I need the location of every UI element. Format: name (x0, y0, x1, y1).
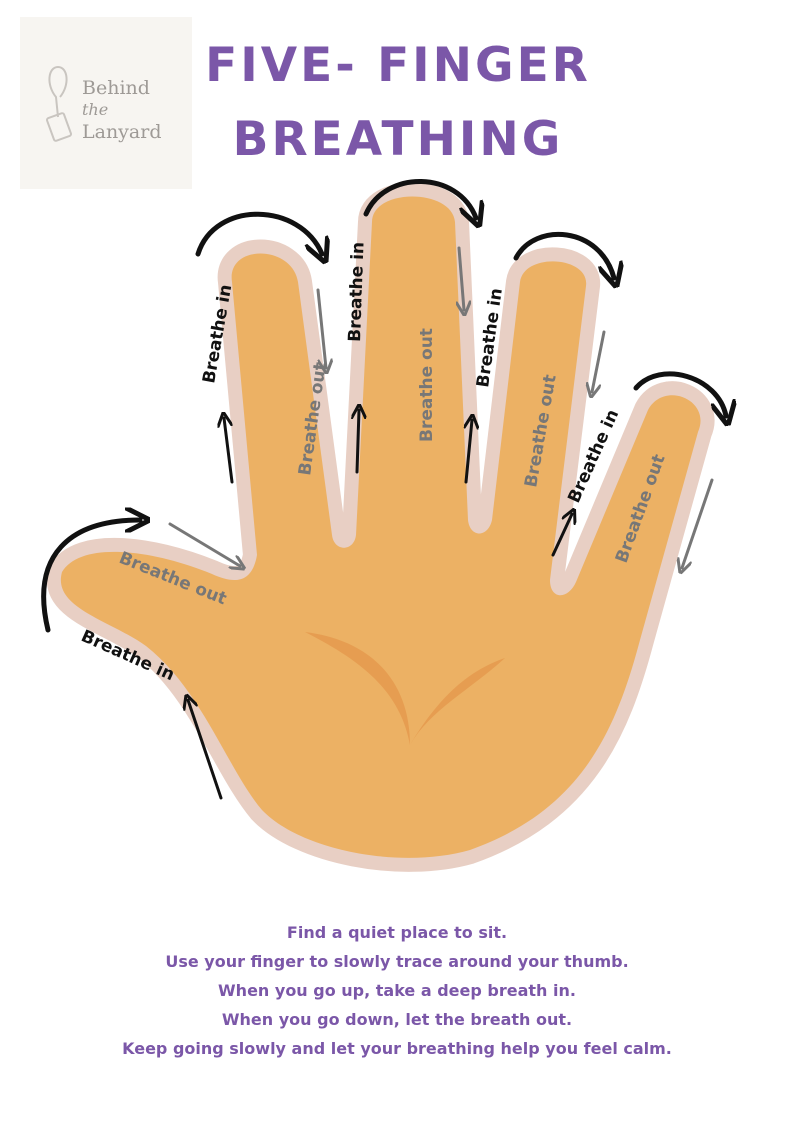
page-title-line-2: BREATHING (232, 112, 564, 167)
down-arrow-middle (459, 246, 464, 310)
curved-arrow-index (195, 211, 322, 254)
logo-behind-the-lanyard: Behind the Lanyard (20, 17, 192, 189)
instruction-line: Keep going slowly and let your breathing… (122, 1039, 672, 1058)
up-arrow-ring (466, 420, 472, 484)
down-arrow-little (682, 478, 714, 568)
page-title-line-1: FIVE- FINGER (205, 38, 591, 93)
label-middle-out: Breathe out (417, 328, 437, 442)
lanyard-tag-icon (46, 66, 72, 142)
down-arrow-thumb (168, 522, 240, 566)
up-arrow-middle (357, 410, 359, 474)
instruction-line: When you go down, let the breath out. (221, 1010, 573, 1029)
down-arrow-ring (592, 330, 606, 392)
curved-arrow-ring (513, 232, 614, 278)
palm-crease (305, 632, 505, 745)
curved-arrow-little (633, 371, 726, 416)
instructions: Find a quiet place to sit. Use your fing… (0, 918, 794, 1063)
up-arrow-thumb (188, 700, 223, 800)
label-middle-in: Breathe in (345, 242, 368, 343)
up-arrows (188, 410, 572, 800)
instruction-line: Find a quiet place to sit. (286, 923, 508, 942)
hand-shape (46, 182, 715, 872)
curved-arrow-middle (363, 179, 476, 218)
logo-text-lanyard: Lanyard (82, 121, 162, 143)
up-arrow-little (551, 514, 572, 557)
hand-illustration: Breathe in Breathe out Breathe in Breath… (41, 179, 794, 872)
up-arrow-index (224, 418, 234, 484)
curved-arrows (41, 179, 726, 633)
instruction-line: Use your finger to slowly trace around y… (165, 952, 629, 971)
down-arrows (168, 246, 714, 568)
curved-arrow-thumb (41, 520, 140, 633)
logo-text-behind: Behind (82, 77, 150, 99)
instruction-line: When you go up, take a deep breath in. (218, 981, 576, 1000)
hand-skin (60, 196, 701, 858)
logo-text-the: the (82, 100, 109, 119)
down-arrow-index (316, 288, 326, 368)
